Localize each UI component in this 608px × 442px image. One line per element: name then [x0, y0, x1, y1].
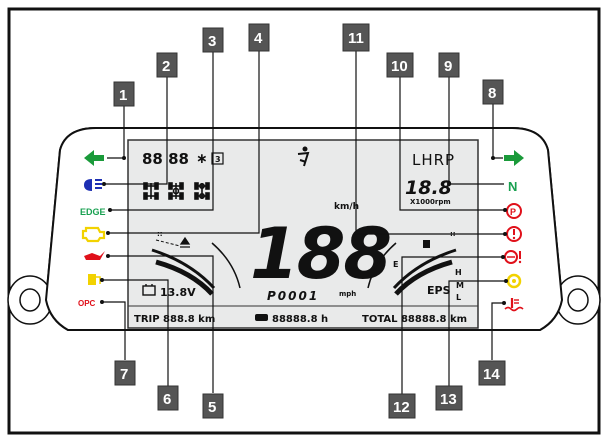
- svg-text:13: 13: [440, 391, 457, 408]
- engine-hours-icon: [255, 314, 268, 321]
- speed-unit-kmh: km/h: [334, 202, 359, 212]
- temperature-gauge: ::: [151, 230, 241, 296]
- eps-level-low: L: [456, 293, 461, 302]
- right-arrow-icon: [504, 150, 524, 166]
- svg-text:5: 5: [208, 399, 216, 416]
- coolant-temp-icon: [504, 298, 524, 312]
- gear-box: [211, 152, 224, 165]
- callout-3: 3: [202, 27, 224, 53]
- callout-12: 12: [388, 393, 416, 419]
- svg-text:11: 11: [348, 30, 364, 47]
- svg-text:14: 14: [483, 366, 500, 383]
- high-beam-icon: [84, 179, 102, 191]
- clock-display: 88 88: [142, 150, 189, 168]
- battery-icon: [142, 284, 156, 296]
- svg-text:2: 2: [162, 58, 170, 75]
- edge-icon: EDGE: [80, 207, 106, 217]
- bluetooth-icon: ∗: [196, 151, 208, 167]
- fuel-empty-label: E: [393, 260, 398, 269]
- right-mount-hole: [567, 288, 589, 312]
- rpm-unit: X1000rpm: [410, 198, 451, 206]
- differential-lock-icon: [143, 182, 210, 200]
- callout-2: 2: [156, 52, 178, 78]
- svg-text:::: ::: [157, 230, 163, 238]
- trip-readout: TRIP 888.8 km: [134, 314, 215, 325]
- svg-text:1: 1: [119, 87, 127, 104]
- eps-level-mid: M: [456, 281, 464, 290]
- callout-10: 10: [386, 52, 414, 78]
- callout-8: 8: [482, 79, 504, 105]
- callout-6: 6: [157, 385, 179, 411]
- callout-1: 1: [113, 81, 135, 107]
- low-fuel-icon: [88, 274, 101, 285]
- callout-7: 7: [114, 360, 136, 386]
- callout-11: 11: [342, 23, 370, 52]
- left-arrow-icon: [84, 150, 104, 166]
- svg-text:12: 12: [393, 399, 410, 416]
- svg-text:4: 4: [254, 30, 263, 47]
- gear-index: 3: [215, 155, 221, 164]
- callout-5: 5: [202, 393, 224, 419]
- callout-9: 9: [438, 52, 460, 78]
- svg-text:6: 6: [163, 391, 171, 408]
- eps-level-high: H: [455, 268, 462, 277]
- svg-text:9: 9: [444, 58, 452, 75]
- eps-label: EPS: [427, 284, 451, 297]
- svg-text:10: 10: [391, 58, 408, 75]
- drive-mode: LHRP: [412, 151, 455, 169]
- svg-text:8: 8: [488, 85, 496, 102]
- svg-text:3: 3: [208, 33, 216, 50]
- callout-14: 14: [478, 360, 506, 386]
- battery-voltage: 13.8V: [160, 286, 196, 299]
- rider-icon: [297, 146, 310, 167]
- leader-lines: [100, 51, 508, 394]
- opc-icon: OPC: [78, 299, 96, 308]
- callout-13: 13: [435, 385, 463, 411]
- callout-4: 4: [248, 23, 270, 52]
- parking-brake-icon: P: [506, 203, 522, 219]
- svg-text:P: P: [510, 207, 516, 217]
- hours-readout: 88888.8 h: [272, 314, 328, 325]
- total-readout: TOTAL 88888.8 km: [362, 314, 467, 325]
- speed-value: 188: [250, 213, 390, 295]
- engine-warning-icon: [81, 226, 106, 243]
- speed-unit-mph: mph: [339, 290, 356, 298]
- fault-code: P0001: [267, 289, 319, 303]
- svg-text:7: 7: [120, 366, 128, 383]
- rpm-value: 18.8: [405, 177, 452, 199]
- oil-pressure-icon: [84, 251, 105, 260]
- neutral-icon: N: [508, 179, 517, 194]
- left-mount-hole: [19, 288, 41, 312]
